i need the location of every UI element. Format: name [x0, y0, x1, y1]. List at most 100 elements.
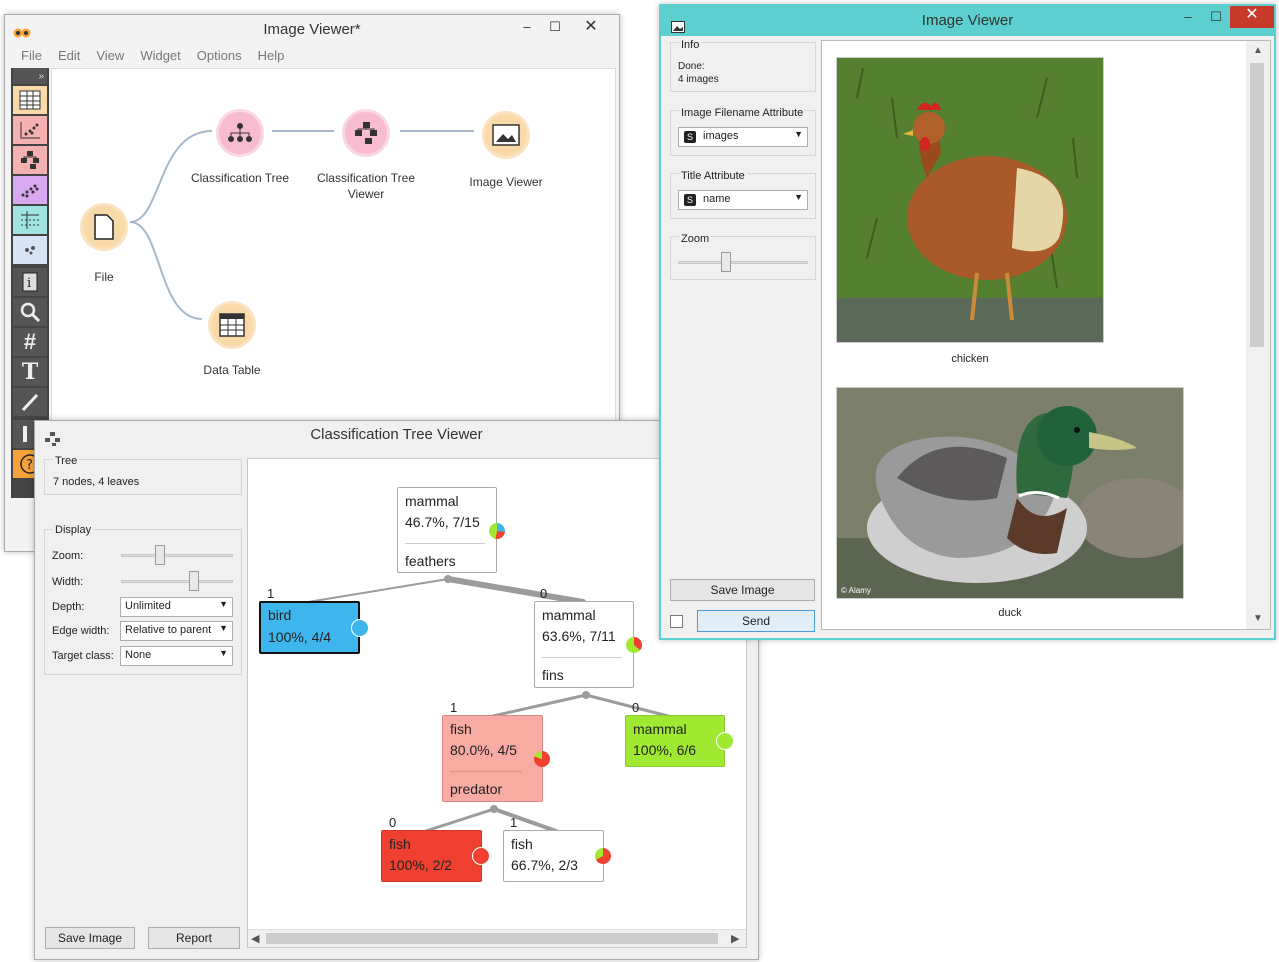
tree-node-mammal-fins[interactable]: mammal 63.6%, 7/11 fins [534, 601, 642, 688]
filename-attribute-box: Image Filename Attribute S images▼ [670, 107, 816, 156]
filename-attribute-select[interactable]: S images▼ [678, 127, 808, 147]
svg-text:i: i [27, 276, 31, 291]
image-viewer-node[interactable] [476, 105, 536, 165]
menu-options[interactable]: Options [196, 48, 242, 63]
tree-icon [216, 109, 264, 157]
filename-box-title: Image Filename Attribute [679, 107, 806, 119]
edge-width-select[interactable]: Relative to parent▼ [120, 621, 233, 641]
title-box-title: Title Attribute [679, 170, 747, 182]
toolbox-expand-icon[interactable]: » [13, 68, 47, 84]
info-line-2: 4 images [678, 74, 719, 85]
edge-width-label: Edge width: [52, 625, 110, 637]
edge-label: 0 [632, 700, 640, 715]
tree-node-fish-leaf-1[interactable]: fish 100%, 2/2 [381, 830, 490, 882]
data-table-label: Data Table [203, 363, 261, 377]
pen-tool-icon[interactable] [13, 388, 47, 416]
node-class: fish [450, 721, 472, 737]
zoom-slider[interactable] [121, 554, 233, 557]
tree-node-fish-predator[interactable]: fish 80.0%, 4/5 predator [442, 715, 550, 802]
tree-node-bird[interactable]: bird 100%, 4/4 [259, 601, 369, 654]
data-table-node[interactable] [202, 295, 262, 355]
classification-tree-viewer-node[interactable] [336, 103, 396, 163]
scrollbar-thumb[interactable] [1250, 63, 1264, 347]
tree-tool-icon[interactable] [13, 146, 47, 174]
class-pie-icon [595, 848, 611, 864]
text-tool-icon[interactable]: T [13, 358, 47, 386]
duck-image [837, 388, 1183, 598]
magnifier-tool-icon[interactable] [13, 298, 47, 326]
image-zoom-slider-handle[interactable] [721, 252, 731, 272]
info-tool-icon[interactable]: i [13, 268, 47, 296]
minimize-button[interactable]: ‒ [523, 19, 531, 34]
tree-node-fish-leaf-2[interactable]: fish 66.7%, 2/3 [503, 830, 611, 882]
orange-app-icon [13, 21, 31, 38]
data-table-tool-icon[interactable] [13, 86, 47, 114]
workflow-canvas[interactable]: File Classification Tree Classification … [51, 68, 616, 436]
node-stats: 80.0%, 4/5 [450, 742, 517, 758]
node-stats: 100%, 6/6 [633, 742, 697, 758]
scatter-plot-tool-icon[interactable] [13, 116, 47, 144]
chicken-thumbnail[interactable] [836, 57, 1104, 343]
tree-node-mammal-leaf[interactable]: mammal 100%, 6/6 [625, 715, 734, 767]
report-button[interactable]: Report [148, 927, 240, 949]
horizontal-scrollbar[interactable]: ◀ ▶ [248, 929, 746, 947]
class-pie-icon [534, 751, 550, 767]
maximize-button[interactable]: ☐ [1210, 9, 1222, 24]
image-viewer-window: Image Viewer ‒ ☐ ✕ Info Done: 4 images I… [659, 4, 1276, 640]
menu-view[interactable]: View [96, 48, 125, 63]
hash-tool-icon[interactable]: # [13, 328, 47, 356]
scrollbar-thumb[interactable] [266, 933, 718, 944]
save-image-button[interactable]: Save Image [45, 927, 135, 949]
scroll-right-icon[interactable]: ▶ [731, 933, 740, 945]
width-slider[interactable] [121, 580, 233, 583]
menu-file[interactable]: File [21, 48, 42, 63]
chicken-image [837, 58, 1103, 342]
canvas-window-titlebar[interactable]: Image Viewer* ‒ ☐ ✕ [5, 15, 619, 45]
vertical-scrollbar[interactable]: ▲ ▼ [1246, 41, 1270, 629]
node-stats: 66.7%, 2/3 [511, 857, 578, 873]
classification-tree-node[interactable] [210, 103, 270, 163]
width-slider-handle[interactable] [189, 571, 199, 591]
title-attribute-box: Title Attribute S name▼ [670, 170, 816, 219]
zoom-box: Zoom [670, 233, 816, 280]
minimize-button[interactable]: ‒ [1184, 9, 1192, 24]
evaluation-tool-icon[interactable] [13, 206, 47, 234]
node-class: bird [268, 607, 292, 623]
maximize-button[interactable]: ☐ [549, 19, 561, 34]
auto-send-checkbox[interactable] [670, 615, 683, 628]
class-pie-icon [472, 847, 490, 865]
menu-edit[interactable]: Edit [57, 48, 81, 63]
chevron-down-icon: ▼ [219, 599, 228, 609]
node-split: feathers [405, 553, 456, 569]
file-node[interactable] [74, 197, 134, 257]
info-box-title: Info [679, 39, 702, 51]
class-pie-icon [351, 619, 369, 637]
tree-viewer-titlebar[interactable]: Classification Tree Viewer [35, 421, 758, 449]
image-viewer-titlebar[interactable]: Image Viewer ‒ ☐ ✕ [661, 6, 1274, 36]
scroll-down-icon[interactable]: ▼ [1253, 613, 1263, 624]
tree-node-root[interactable]: mammal 46.7%, 7/15 feathers [397, 487, 505, 573]
zoom-slider-handle[interactable] [155, 545, 165, 565]
close-button[interactable]: ✕ [584, 18, 598, 35]
tree-info-box: Tree 7 nodes, 4 leaves [44, 455, 242, 495]
filename-attribute-value: images [703, 130, 739, 142]
duck-thumbnail[interactable]: © Alamy [836, 387, 1184, 599]
workflow-links [129, 130, 474, 320]
scroll-left-icon[interactable]: ◀ [251, 933, 260, 945]
title-attribute-select[interactable]: S name▼ [678, 190, 808, 210]
image-zoom-slider[interactable] [678, 261, 808, 264]
menu-help[interactable]: Help [257, 48, 285, 63]
image-grid[interactable]: chicken © Alamy duck ▲ [821, 40, 1271, 630]
tree-viewer-icon [342, 109, 390, 157]
node-split: predator [450, 781, 503, 797]
target-class-select[interactable]: None▼ [120, 646, 233, 666]
send-button[interactable]: Send [697, 610, 815, 632]
save-image-button[interactable]: Save Image [670, 579, 815, 601]
depth-select[interactable]: Unlimited▼ [120, 597, 233, 617]
chevron-down-icon: ▼ [219, 648, 228, 658]
unsupervised-tool-icon[interactable] [13, 236, 47, 264]
close-button[interactable]: ✕ [1230, 6, 1274, 28]
menu-widget[interactable]: Widget [140, 48, 181, 63]
scroll-up-icon[interactable]: ▲ [1253, 45, 1263, 56]
distributions-tool-icon[interactable] [13, 176, 47, 204]
